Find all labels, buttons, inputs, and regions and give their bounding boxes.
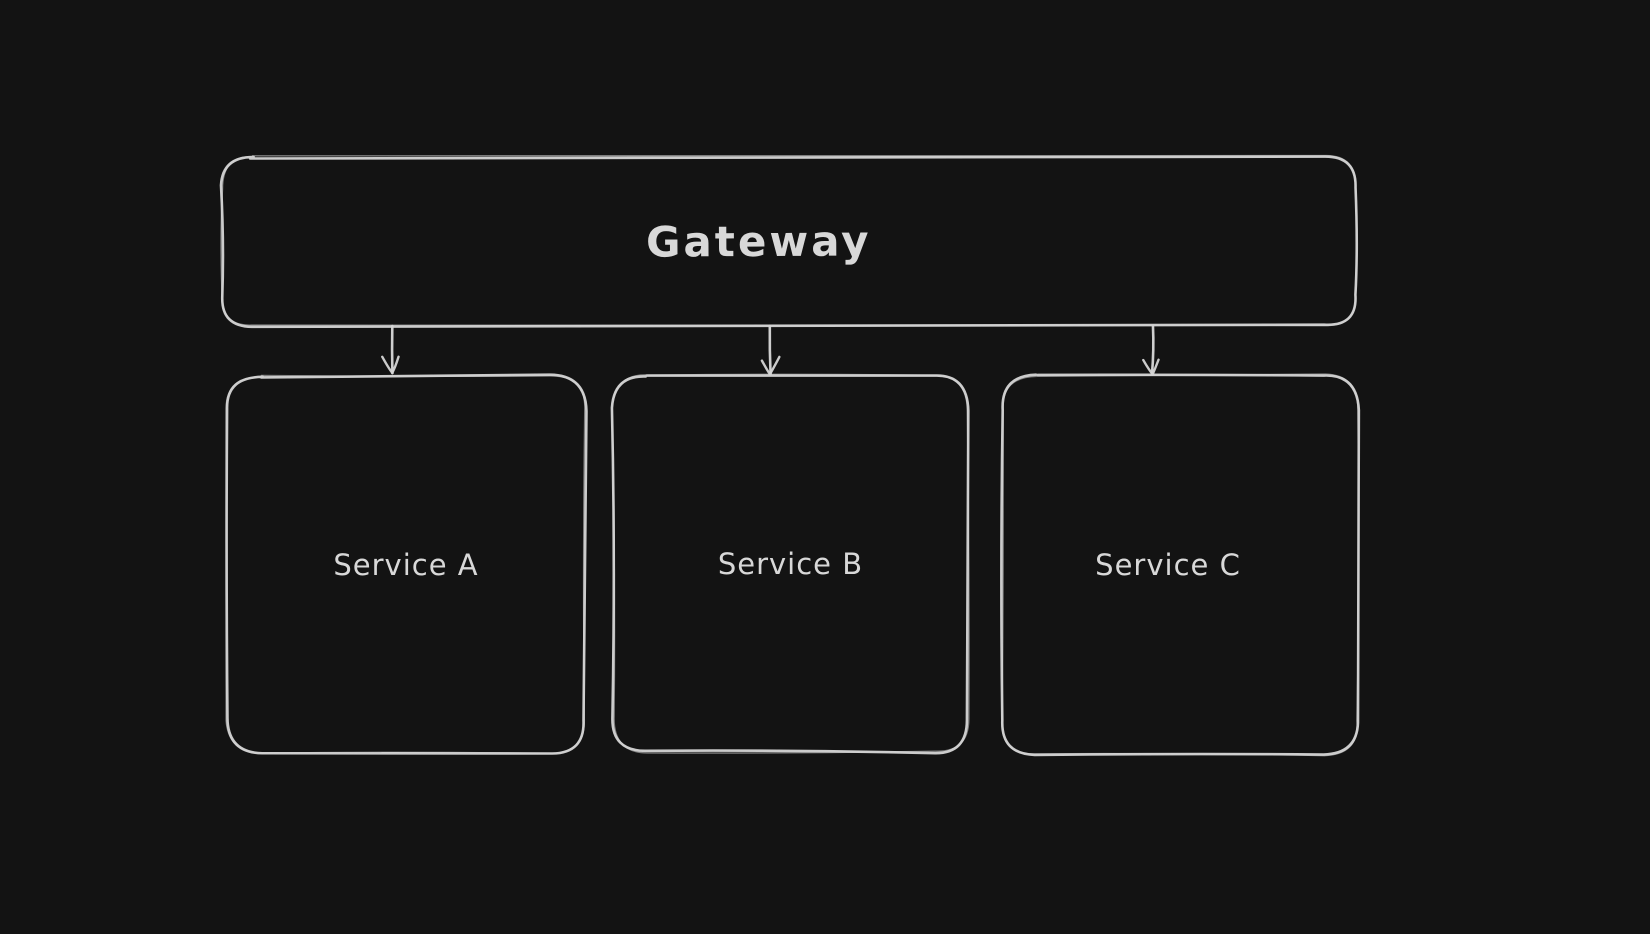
node-service-a[interactable]: Service A: [227, 376, 585, 753]
node-service-b[interactable]: Service B: [613, 375, 968, 752]
node-service-a-label: Service A: [333, 547, 479, 582]
node-service-a-outline: [225, 373, 588, 755]
edge-gateway-service-c[interactable]: [1142, 324, 1160, 376]
node-service-c-label: Service C: [1095, 548, 1241, 582]
edge-gateway-service-b[interactable]: [760, 324, 781, 376]
node-gateway-label: Gateway: [646, 216, 872, 267]
node-service-b-label: Service B: [717, 546, 864, 581]
edge-gateway-service-a[interactable]: [381, 324, 400, 375]
node-service-c[interactable]: Service C: [1002, 375, 1358, 755]
node-gateway[interactable]: Gateway: [222, 157, 1356, 326]
node-service-b-outline: [610, 373, 970, 755]
node-service-c-outline: [1000, 373, 1361, 757]
node-gateway-outline: [219, 154, 1359, 329]
